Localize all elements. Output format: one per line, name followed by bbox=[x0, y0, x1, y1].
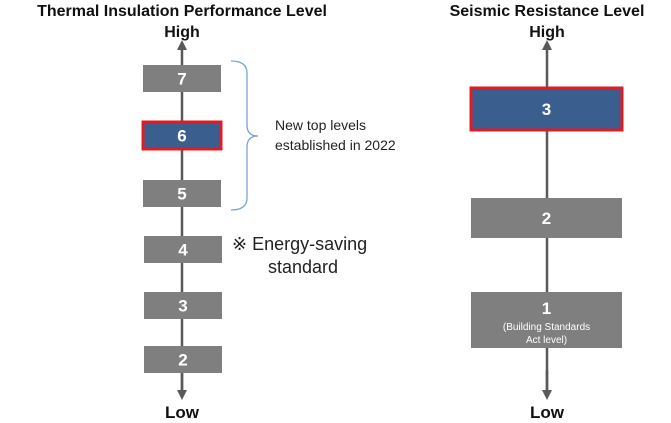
thermal-level-label: 7 bbox=[177, 70, 186, 89]
thermal-level-2: 2 bbox=[144, 346, 222, 373]
thermal-title: Thermal Insulation Performance Level bbox=[37, 3, 327, 20]
thermal-level-list: 7 6 5 4 3 2 bbox=[141, 65, 223, 373]
thermal-level-label: 4 bbox=[178, 241, 188, 260]
seismic-level-label: 2 bbox=[542, 209, 551, 228]
thermal-level-box bbox=[141, 120, 223, 151]
thermal-level-label: 3 bbox=[178, 297, 187, 316]
brace-note-line2: established in 2022 bbox=[275, 137, 396, 153]
seismic-low-label: Low bbox=[530, 403, 565, 422]
thermal-level-label: 2 bbox=[178, 351, 187, 370]
thermal-level-3: 3 bbox=[144, 292, 222, 319]
thermal-high-label: High bbox=[164, 24, 200, 41]
seismic-level-label: 3 bbox=[542, 100, 551, 119]
thermal-level-4: 4 bbox=[144, 236, 222, 263]
seismic-level-label: 1 bbox=[542, 299, 551, 318]
seismic-level-box bbox=[471, 292, 622, 348]
thermal-level-box bbox=[143, 180, 221, 207]
brace-note-line1: New top levels bbox=[275, 117, 366, 133]
new-levels-brace bbox=[230, 60, 259, 211]
seismic-level-2: 2 bbox=[471, 198, 622, 238]
seismic-high-label: High bbox=[529, 24, 565, 41]
thermal-level-box bbox=[144, 346, 222, 373]
thermal-level-label: 6 bbox=[177, 127, 186, 146]
seismic-level-box bbox=[469, 86, 624, 132]
thermal-level-7: 7 bbox=[143, 65, 221, 92]
seismic-level-box bbox=[471, 198, 622, 238]
seismic-level-sublabel: (Building Standards bbox=[503, 322, 590, 333]
thermal-level-label: 5 bbox=[177, 185, 186, 204]
seismic-level-3: 3 bbox=[469, 86, 624, 132]
thermal-level-box bbox=[143, 65, 221, 92]
standard-note-line1: ※ Energy-saving bbox=[232, 234, 367, 254]
thermal-level-box bbox=[144, 236, 222, 263]
seismic-title: Seismic Resistance Level bbox=[450, 3, 645, 20]
standard-note-line2: standard bbox=[268, 257, 338, 277]
thermal-level-box bbox=[144, 292, 222, 319]
thermal-level-5: 5 bbox=[143, 180, 221, 207]
seismic-level-sublabel: Act level) bbox=[526, 335, 567, 346]
thermal-low-label: Low bbox=[165, 403, 200, 422]
thermal-level-6: 6 bbox=[141, 120, 223, 151]
